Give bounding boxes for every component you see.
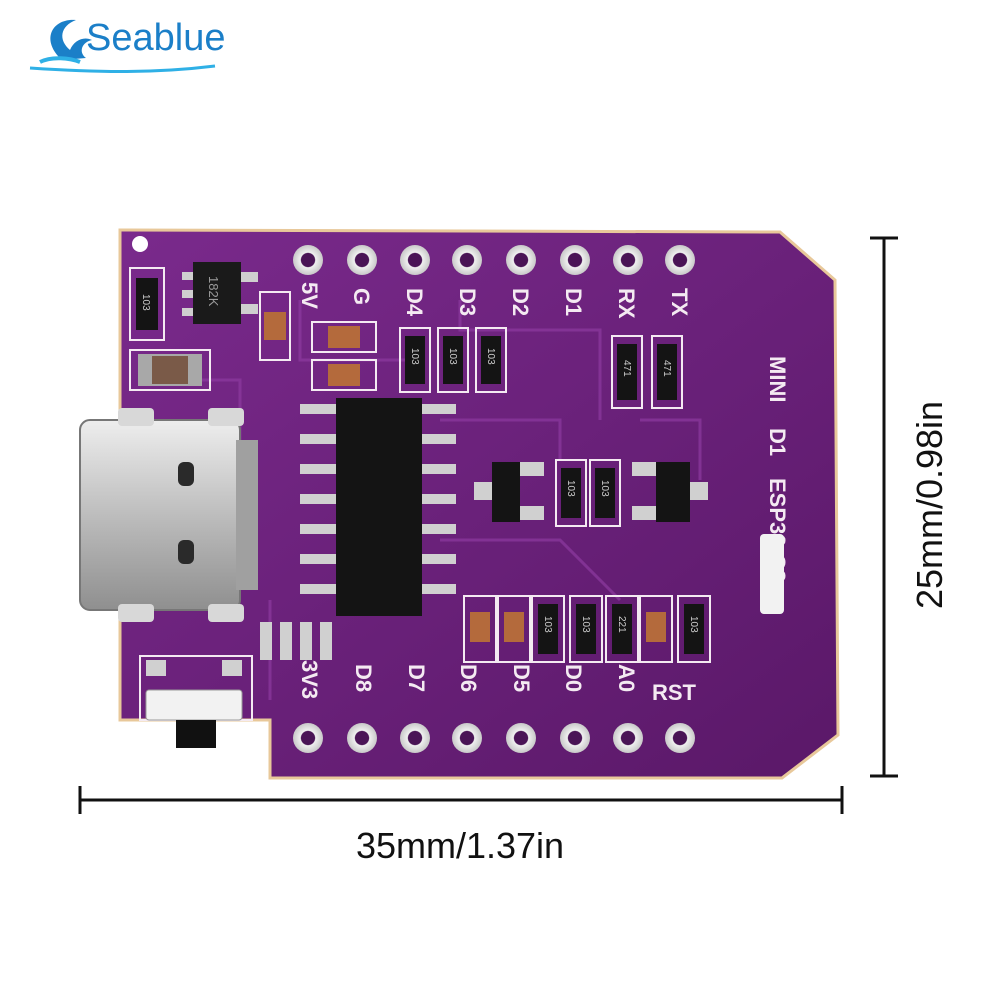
width-label: 35mm/1.37in — [356, 825, 564, 866]
svg-text:103: 103 — [409, 348, 420, 365]
pin-label: D4 — [402, 288, 427, 317]
pin-label: D5 — [509, 664, 534, 692]
pin-label: D2 — [508, 288, 533, 316]
pin-pad — [506, 245, 536, 275]
resistor: 103 — [531, 595, 565, 663]
svg-text:103: 103 — [580, 616, 591, 633]
svg-text:103: 103 — [485, 348, 496, 365]
resistor: 471 — [651, 335, 683, 409]
pin-pad — [613, 723, 643, 753]
pin-pad — [665, 245, 695, 275]
pcb-board: 5V G D4 D3 D2 D1 RX TX 3V3 D8 D7 D6 D5 D… — [79, 228, 840, 780]
resistor: 103 — [555, 459, 587, 527]
top-header-labels: 5V G D4 D3 D2 D1 RX TX — [297, 282, 692, 319]
resistors: 103 103 103 103 471 — [129, 267, 711, 663]
pin-pad — [452, 723, 482, 753]
pin-pad — [293, 245, 323, 275]
usb-c-connector — [79, 408, 258, 622]
transistors — [474, 462, 708, 522]
resistor: 103 — [129, 267, 165, 341]
svg-text:103: 103 — [688, 616, 699, 633]
svg-text:103: 103 — [542, 616, 553, 633]
pcb-traces — [180, 300, 702, 700]
resistor: 103 — [677, 595, 711, 663]
pin-label: D6 — [456, 664, 481, 692]
module-title-line: MINI — [765, 356, 790, 402]
pin-label: RX — [614, 288, 639, 319]
antenna-chip — [760, 534, 784, 614]
pin-pad — [506, 723, 536, 753]
resistor: 103 — [399, 327, 431, 393]
pin-label: 3V3 — [297, 660, 322, 699]
top-header-pads — [293, 245, 695, 275]
pin-pad — [560, 245, 590, 275]
mounting-hole — [132, 236, 148, 252]
module-title-line: D1 — [765, 428, 790, 456]
height-label: 25mm/0.98in — [909, 401, 950, 609]
main-ic-chip — [300, 398, 456, 616]
pin-label: A0 — [614, 664, 639, 692]
bottom-capacitors — [463, 595, 673, 663]
pin-pad — [665, 723, 695, 753]
resistor: 471 — [611, 335, 643, 409]
pin-pad — [400, 245, 430, 275]
voltage-regulator: 182K — [182, 262, 258, 324]
bottom-header-pads — [293, 723, 695, 753]
wave-icon — [29, 19, 216, 73]
pin-pad — [347, 723, 377, 753]
svg-text:471: 471 — [661, 360, 672, 377]
resistor: 221 — [605, 595, 639, 663]
brand-logo: Seablue — [29, 17, 225, 73]
reset-button — [139, 655, 253, 748]
pin-pad — [613, 245, 643, 275]
pin-pad — [452, 245, 482, 275]
svg-text:103: 103 — [447, 348, 458, 365]
pin-pad — [400, 723, 430, 753]
svg-text:471: 471 — [621, 360, 632, 377]
pin-label: TX — [667, 288, 692, 316]
width-dimension — [78, 786, 844, 814]
svg-text:103: 103 — [599, 480, 610, 497]
pin-label: D1 — [561, 288, 586, 316]
brand-name: Seablue — [86, 17, 225, 59]
resistor: 103 — [569, 595, 603, 663]
pin-label: D7 — [404, 664, 429, 692]
pin-label: RST — [652, 680, 697, 705]
svg-text:103: 103 — [140, 294, 151, 311]
pin-pad — [293, 723, 323, 753]
height-dimension — [870, 236, 898, 778]
bottom-header-labels: 3V3 D8 D7 D6 D5 D0 A0 RST — [297, 660, 697, 705]
svg-text:103: 103 — [565, 480, 576, 497]
pin-label: D3 — [455, 288, 480, 316]
resistor: 103 — [437, 327, 469, 393]
resistor: 103 — [589, 459, 621, 527]
pin-label: D0 — [561, 664, 586, 692]
pin-label: 5V — [297, 282, 322, 309]
pin-label: G — [349, 288, 374, 305]
pin-label: D8 — [351, 664, 376, 692]
pin-pad — [347, 245, 377, 275]
resistor: 103 — [475, 327, 507, 393]
capacitor-group — [129, 291, 377, 391]
ic-marking: 182K — [206, 276, 221, 307]
pin-pad — [560, 723, 590, 753]
svg-text:221: 221 — [616, 616, 627, 633]
small-caps — [260, 622, 332, 660]
